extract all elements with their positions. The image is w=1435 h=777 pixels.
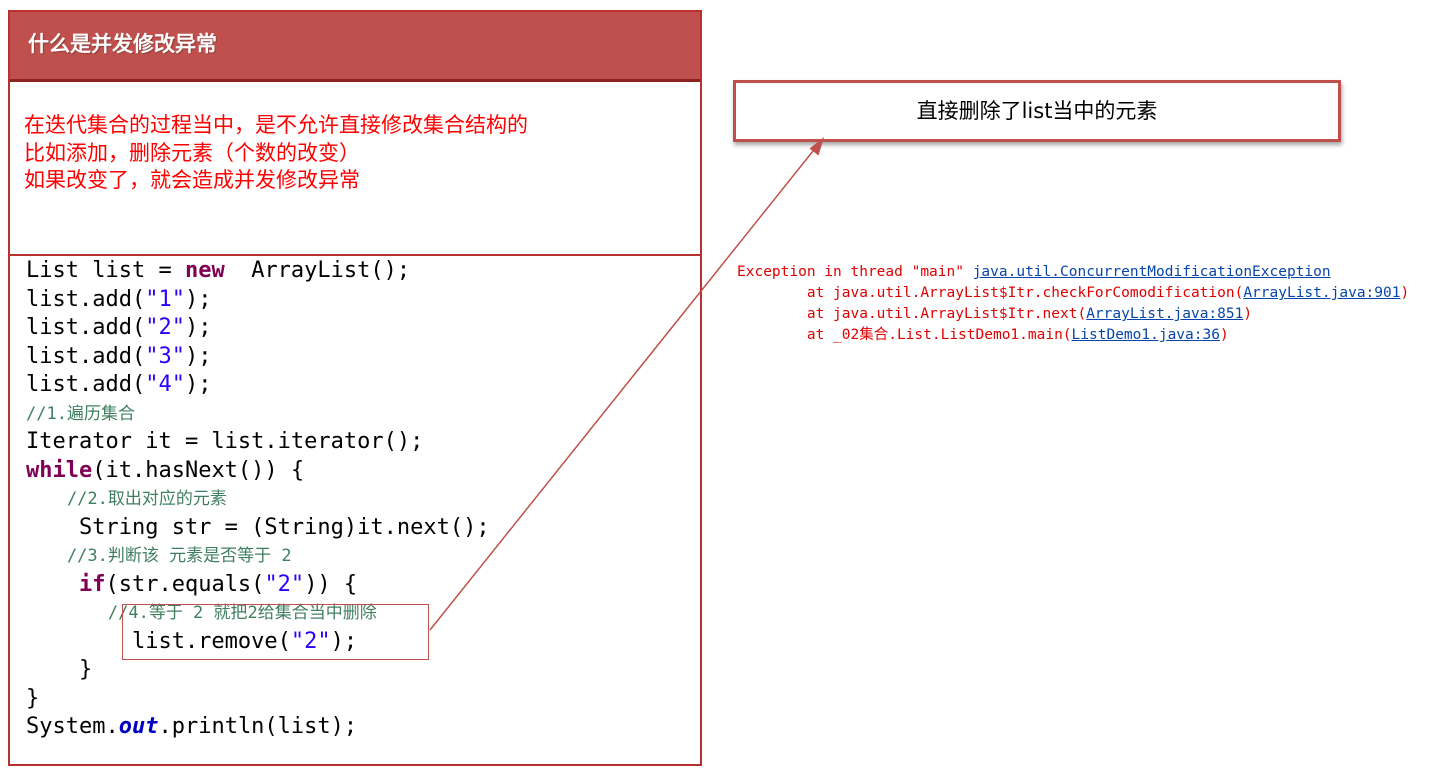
string-literal: "2" [290, 628, 331, 654]
description-text: 在迭代集合的过程当中，是不允许直接修改集合结构的 比如添加，删除元素（个数的改变… [24, 112, 528, 195]
keyword: new [184, 258, 225, 283]
description-line: 在迭代集合的过程当中，是不允许直接修改集合结构的 [24, 113, 528, 137]
callout-box: 直接删除了list当中的元素 [733, 80, 1341, 142]
string-literal: "2" [264, 571, 305, 597]
code-line: while(it.hasNext()) { [26, 457, 305, 483]
section-divider [10, 254, 700, 256]
code-comment: //4.等于 2 就把2给集合当中删除 [26, 603, 377, 623]
string-literal: "4" [145, 372, 185, 397]
exception-link[interactable]: java.util.ConcurrentModificationExceptio… [972, 264, 1331, 280]
code-line: list.add("2"); [26, 315, 212, 340]
description-line: 如果改变了，就会造成并发修改异常 [24, 168, 360, 192]
code-line: Iterator it = list.iterator(); [26, 429, 424, 454]
code-line: if(str.equals("2")) { [78, 571, 358, 597]
code-comment: //2.取出对应的元素 [26, 489, 227, 509]
remove-highlight-box [122, 604, 429, 660]
string-literal: "2" [145, 315, 185, 340]
code-line: } [26, 685, 40, 711]
trace-line: at _02集合.List.ListDemo1.main(ListDemo1.j… [737, 327, 1229, 343]
static-field: out [118, 714, 159, 739]
panel-title: 什么是并发修改异常 [10, 12, 700, 82]
code-comment: //1.遍历集合 [26, 403, 135, 424]
code-line: list.remove("2"); [26, 628, 358, 654]
code-line: list.add("4"); [26, 372, 212, 397]
code-line: System.out.println(list); [26, 714, 358, 739]
keyword: if [78, 571, 106, 597]
string-literal: "3" [145, 343, 185, 369]
code-comment: //3.判断该 元素是否等于 2 [26, 546, 292, 566]
source-link[interactable]: ListDemo1.java:36 [1071, 327, 1220, 343]
code-line: list.add("3"); [26, 343, 212, 369]
keyword: while [26, 457, 93, 483]
source-link[interactable]: ArrayList.java:901 [1243, 285, 1401, 301]
trace-line: at java.util.ArrayList$Itr.next(ArrayLis… [737, 306, 1253, 322]
trace-line: Exception in thread "main" java.util.Con… [737, 264, 1331, 280]
exception-trace: Exception in thread "main" java.util.Con… [737, 262, 1409, 346]
code-line: List list = new ArrayList(); [26, 258, 411, 283]
code-line: String str = (String)it.next(); [26, 514, 490, 540]
string-literal: "1" [145, 286, 185, 312]
description-line: 比如添加，删除元素（个数的改变） [24, 140, 360, 165]
code-block: List list = new ArrayList(); list.add("1… [26, 257, 490, 742]
code-line: } [26, 657, 93, 682]
trace-line: at java.util.ArrayList$Itr.checkForComod… [737, 285, 1410, 301]
code-line: list.add("1"); [26, 286, 212, 312]
source-link[interactable]: ArrayList.java:851 [1086, 306, 1244, 322]
